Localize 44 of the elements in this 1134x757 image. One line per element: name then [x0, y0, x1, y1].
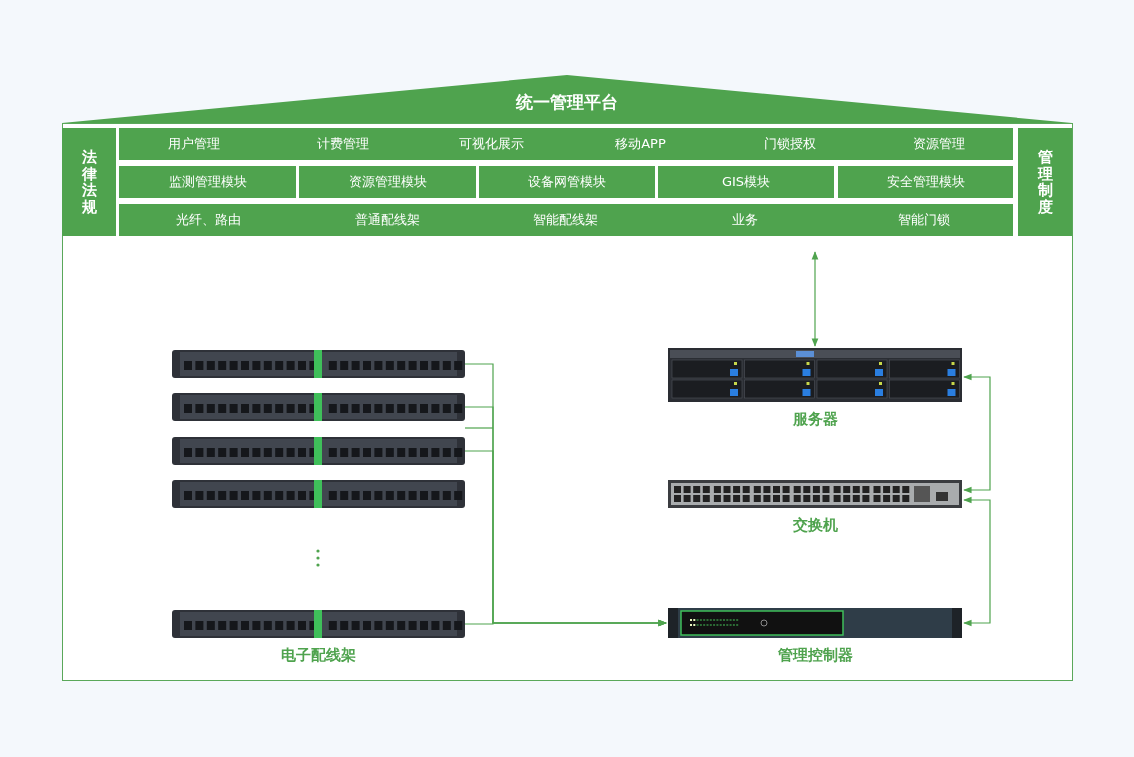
module-box	[658, 166, 834, 198]
device-label: 服务器	[791, 409, 839, 430]
module-label: 移动APP	[615, 135, 666, 154]
module-label: 智能门锁	[897, 211, 950, 230]
side-column	[1018, 128, 1072, 236]
connector-arrow	[963, 496, 991, 627]
module-box	[479, 166, 655, 198]
module-box	[299, 166, 476, 198]
module-label: 可视化展示	[459, 135, 524, 154]
side-column	[62, 128, 116, 236]
device-label: 管理控制器	[776, 645, 854, 666]
device-label: 电子配线架	[281, 645, 356, 666]
network-switch-drawing	[668, 480, 962, 508]
patch-panel-drawing	[172, 350, 465, 378]
module-label: 普通配线架	[354, 211, 420, 230]
patch-panel-drawing	[172, 393, 465, 421]
module-label: 设备网管模块	[528, 173, 606, 192]
side-label: 管理制度	[1037, 149, 1053, 215]
module-label: 计费管理	[316, 135, 369, 154]
platform-row	[119, 128, 1013, 160]
module-label: GIS模块	[721, 173, 771, 192]
patch-panel-drawing	[172, 610, 465, 638]
connector-arrow	[963, 373, 991, 494]
module-label: 智能配线架	[533, 211, 599, 230]
module-label: 业务	[731, 211, 758, 230]
server-drawing	[668, 348, 962, 402]
platform-title: 统一管理平台	[516, 91, 618, 114]
platform-row	[119, 204, 1013, 236]
device-label: 交换机	[791, 515, 839, 536]
controller-drawing	[668, 608, 962, 638]
patch-panel-drawing	[172, 480, 465, 508]
module-label: 用户管理	[167, 135, 220, 154]
module-label: 光纤、路由	[175, 211, 241, 230]
patch-panel-drawing	[172, 437, 465, 465]
module-label: 资源管理	[912, 135, 965, 154]
connector-arrow	[464, 619, 667, 627]
module-label: 安全管理模块	[886, 173, 965, 192]
module-box	[838, 166, 1013, 198]
module-box	[119, 166, 296, 198]
module-label: 资源管理模块	[348, 173, 427, 192]
module-label: 监测管理模块	[168, 173, 247, 192]
side-label: 法律法规	[81, 149, 97, 215]
connector-arrow	[811, 251, 819, 347]
module-label: 门锁授权	[763, 135, 816, 154]
